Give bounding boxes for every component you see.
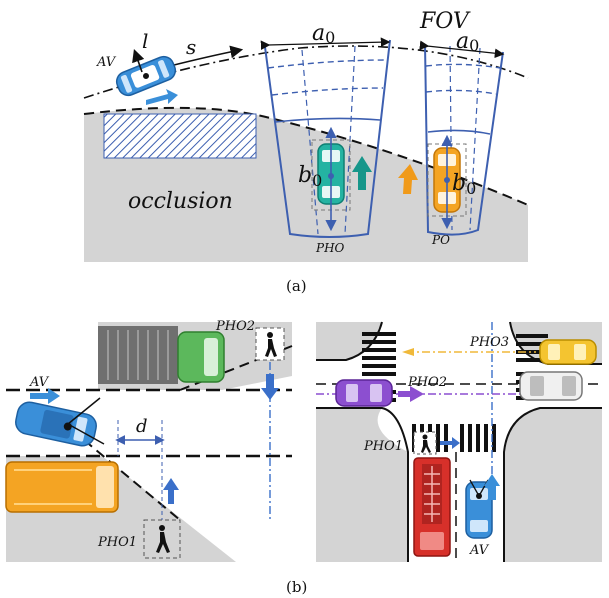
a0-label-2: a0 bbox=[456, 29, 479, 55]
av-car-b-left bbox=[15, 401, 97, 447]
building-hatch bbox=[103, 113, 257, 159]
panel-b-left: AV d PHO1 PHO2 bbox=[5, 319, 293, 562]
caption-b: (b) bbox=[286, 578, 307, 596]
pho1-label-right: PHO1 bbox=[363, 439, 403, 454]
av-label-b-left: AV bbox=[29, 375, 50, 390]
a0-dim-1 bbox=[260, 37, 391, 50]
po-car-a bbox=[427, 134, 467, 230]
panel-a: AV l s FOV a0 a0 b0 b0 occlusion PHO PO … bbox=[83, 9, 529, 295]
pho2-arrow-left bbox=[261, 374, 279, 400]
pedestrian-icon-3 bbox=[421, 434, 431, 453]
truck bbox=[98, 326, 225, 384]
pedestrian-icon-2 bbox=[265, 332, 277, 357]
bus bbox=[5, 461, 119, 513]
b0-label-1: b0 bbox=[298, 163, 322, 190]
po-label-a: PO bbox=[431, 233, 450, 247]
po-motion-arrow bbox=[398, 164, 418, 194]
road-boundary-dashed bbox=[83, 106, 529, 206]
av-label-a: AV bbox=[96, 55, 117, 70]
av-label-b-right: AV bbox=[469, 543, 490, 558]
pho1-arrow-left bbox=[163, 478, 179, 504]
occlusion-label: occlusion bbox=[128, 189, 233, 214]
pho1-box-left bbox=[143, 519, 181, 559]
av-arrow-left bbox=[30, 388, 60, 404]
av-car-a bbox=[115, 55, 177, 97]
d-label: d bbox=[136, 416, 148, 437]
a0-dim-2 bbox=[419, 40, 505, 59]
pedestrian-icon bbox=[156, 525, 170, 553]
pho2-car bbox=[335, 379, 393, 407]
av-arrow-right bbox=[484, 474, 500, 500]
pho1-label-left: PHO1 bbox=[97, 535, 137, 550]
a0-label-1: a0 bbox=[312, 21, 335, 47]
fov-label: FOV bbox=[419, 9, 471, 34]
pho-motion-arrow bbox=[352, 156, 372, 190]
pho3-car bbox=[539, 339, 597, 365]
panel-b-right: PHO1 PHO2 PHO3 AV bbox=[316, 321, 602, 562]
pho2-label-left: PHO2 bbox=[215, 319, 255, 334]
l-axis-arrow bbox=[132, 48, 145, 73]
s-label: s bbox=[186, 35, 196, 59]
pho2-label-right: PHO2 bbox=[407, 375, 447, 390]
l-label: l bbox=[142, 29, 148, 53]
pho-label-a: PHO bbox=[315, 241, 345, 255]
white-car bbox=[519, 371, 583, 401]
caption-a: (a) bbox=[286, 277, 307, 295]
pho2-arrow-right bbox=[398, 386, 424, 402]
pho3-label: PHO3 bbox=[469, 335, 509, 350]
s-arrow bbox=[169, 45, 244, 67]
fire-truck bbox=[413, 457, 451, 557]
av-car-b-right bbox=[465, 481, 493, 539]
av-motion-arrow bbox=[146, 89, 178, 105]
pho-car-a bbox=[311, 126, 351, 232]
b0-label-2: b0 bbox=[452, 171, 476, 198]
